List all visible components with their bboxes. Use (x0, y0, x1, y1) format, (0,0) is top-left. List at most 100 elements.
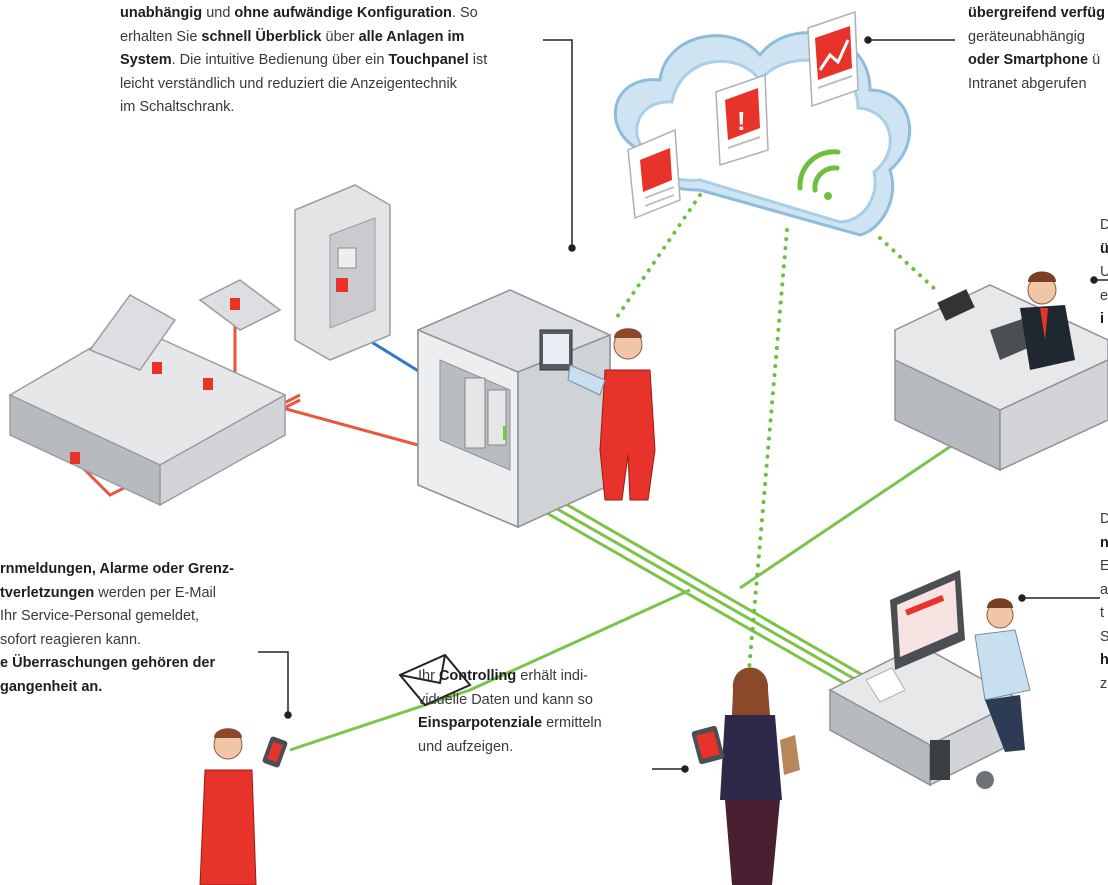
service-technician-cabinet (567, 328, 656, 501)
leader-lines (258, 36, 1108, 773)
svg-text:!: ! (737, 106, 746, 136)
callout-text: Intranet abgerufen (968, 75, 1087, 92)
callout-text: z (1100, 675, 1108, 692)
callout-line: oder Smartphone ü (968, 49, 1105, 73)
callout-line: n (1100, 532, 1108, 556)
computer-workstation (828, 570, 1031, 789)
callout-text: werden per E-Mail (94, 584, 216, 601)
wall-electrical-box (294, 184, 391, 361)
email-icon (398, 653, 472, 707)
callout-line: rnmeldungen, Alarme oder Grenz- (0, 558, 234, 582)
callout-text: und aufzeigen. (418, 738, 514, 755)
callout-line: t (1100, 602, 1108, 626)
callout-bold-text: System (120, 52, 172, 68)
callout-text: Ihr (418, 668, 439, 684)
callout-line: ü (1100, 238, 1108, 262)
callout-line: z (1100, 673, 1108, 697)
callout-bold-text: Touchpanel (388, 52, 469, 68)
callout-text: ü (1088, 52, 1101, 68)
callout-bold-text: e Überraschungen gehören der (0, 655, 216, 671)
callout-line: tverletzungen werden per E-Mail (0, 582, 234, 606)
callout-bold-text: ohne aufwändige Konfiguration (234, 5, 452, 21)
callout-touchpanel-text: unabhängig und ohne aufwändige Konfigura… (120, 2, 487, 120)
callout-bold-text: unabhängig (120, 5, 203, 21)
callout-bold-text: h (1100, 652, 1108, 668)
callout-text: leicht verständlich und reduziert die An… (120, 75, 457, 92)
callout-bold-text: oder Smartphone (968, 52, 1089, 68)
office-desk (894, 271, 1108, 472)
callout-line: e (1100, 285, 1108, 309)
callout-bold-text: rnmeldungen, Alarme oder Grenz- (0, 561, 234, 577)
callout-text: sofort reagieren kann. (0, 631, 142, 648)
callout-bold-text: schnell Überblick (201, 28, 322, 45)
printed-report-icon (865, 667, 906, 703)
callout-text: S (1100, 628, 1108, 645)
callout-text: viduelle Daten und kann so (418, 691, 593, 708)
callout-line: unabhängig und ohne aufwändige Konfigura… (120, 2, 487, 26)
callout-line: Einsparpotenziale ermitteln (418, 712, 602, 736)
callout-text: U (1100, 264, 1108, 280)
trend-doc-icon (807, 10, 859, 108)
callout-text: geräteunabhängig (968, 28, 1085, 45)
sensor-icon (203, 378, 213, 390)
callout-bold-text: n (1100, 534, 1108, 551)
callout-line: geräteunabhängig (968, 26, 1105, 50)
callout-text: t (1100, 605, 1105, 621)
leader-top-center (543, 39, 573, 248)
dotted-line-cloud-controller (744, 228, 789, 707)
callout-line: e Überraschungen gehören der (0, 652, 234, 676)
callout-line: S (1100, 626, 1108, 650)
callout-line: a (1100, 579, 1108, 603)
sensor-icon (152, 362, 162, 374)
callout-line: Ihr Service-Personal gemeldet, (0, 605, 234, 629)
wifi-icon (797, 149, 841, 200)
cloud-illustration: ! (613, 10, 912, 237)
green-line-email (289, 588, 691, 752)
callout-line: i (1100, 308, 1108, 332)
callout-text: . So (451, 5, 478, 21)
callout-line: und aufzeigen. (418, 736, 602, 760)
alarm-doc-icon: ! (715, 73, 769, 167)
relay-icon (336, 278, 348, 292)
callout-line: E (1100, 555, 1108, 579)
callout-text: im Schaltschrank. (120, 99, 235, 115)
production-machine (8, 279, 287, 507)
callout-line: D (1100, 214, 1108, 238)
callout-text: D (1100, 511, 1108, 527)
callout-email-alert-text: rnmeldungen, Alarme oder Grenz-tverletzu… (0, 558, 234, 699)
callout-line: im Schaltschrank. (120, 96, 487, 120)
callout-line: erhalten Sie schnell Überblick über alle… (120, 26, 487, 50)
green-line-office (739, 438, 961, 590)
callout-line: D (1100, 508, 1108, 532)
callout-text: über (321, 28, 359, 45)
controller-person (691, 667, 800, 885)
control-cabinet (417, 289, 611, 529)
callout-text: erhält indi- (516, 668, 589, 684)
dotted-line-cloud-cabinet (613, 193, 702, 322)
callout-line: sofort reagieren kann. (0, 629, 234, 653)
notebook-icon (937, 289, 975, 321)
callout-line: U (1100, 261, 1108, 285)
callout-bold-text: übergreifend verfüg (968, 5, 1105, 21)
green-line-cabinet-computer-3 (544, 510, 871, 700)
callout-bold-text: Controlling (438, 668, 517, 684)
callout-bold-text: Einsparpotenziale (418, 715, 543, 731)
callout-text: . Die intuitive Bedienung über ein (171, 52, 389, 68)
callout-text: E (1100, 558, 1108, 574)
callout-bold-text: ü (1100, 240, 1108, 257)
callout-bold-text: i (1100, 311, 1105, 327)
callout-text: ermitteln (542, 715, 602, 731)
report-doc-chart-icon (627, 128, 681, 220)
callout-bold-text: gangenheit an. (0, 678, 103, 695)
callout-text: a (1100, 581, 1108, 598)
callout-bold-text: alle Anlagen im (358, 28, 465, 45)
callout-text: und (202, 5, 235, 21)
callout-line: übergreifend verfüg (968, 2, 1105, 26)
service-technician-mobile (199, 728, 288, 885)
sensor-icon (230, 298, 240, 310)
callout-controlling-text: Ihr Controlling erhält indi-viduelle Dat… (418, 665, 602, 759)
callout-bold-text: tverletzungen (0, 584, 95, 601)
callout-line: viduelle Daten und kann so (418, 689, 602, 713)
